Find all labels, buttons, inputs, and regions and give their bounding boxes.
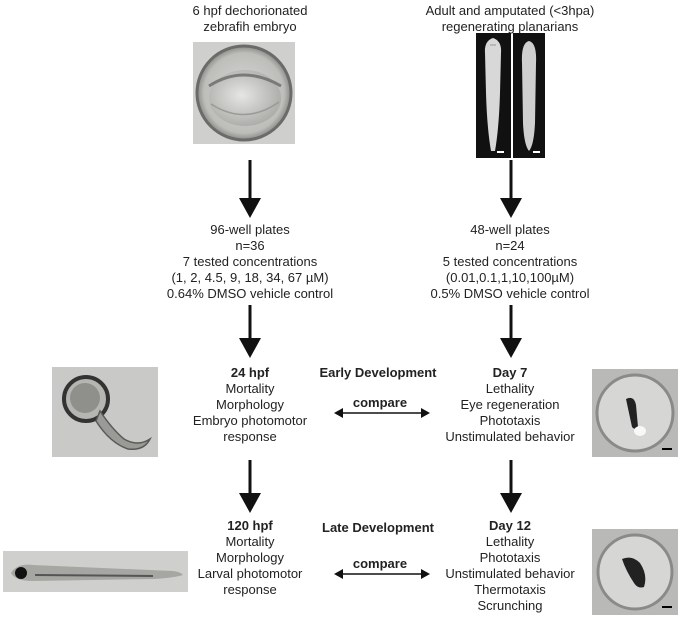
- zebrafish-120hpf-photo: [3, 551, 188, 592]
- zebrafish-concentrations: (1, 2, 4.5, 9, 18, 34, 67 µM): [171, 270, 329, 285]
- zebrafish-24hpf-photo: [52, 367, 158, 457]
- planarian-late-item: Phototaxis: [479, 550, 541, 565]
- zebrafish-header: 6 hpf dechorionated zebrafih embryo: [155, 3, 345, 35]
- zebrafish-header-line-2: zebrafih embryo: [203, 19, 297, 34]
- early-compare-arrow: [334, 408, 430, 418]
- planarian-regenerating-photo: [513, 33, 545, 158]
- planarian-concentrations: (0.01,0.1,1,10,100µM): [445, 270, 575, 285]
- planarian-late-item: Thermotaxis: [474, 582, 546, 597]
- planarian-header-line-1: Adult and amputated (<3hpa): [425, 3, 595, 18]
- planarian-early-title: Day 7: [492, 365, 528, 380]
- zebrafish-tested: 7 tested concentrations: [182, 254, 318, 269]
- zebrafish-arrow-1: [239, 160, 261, 218]
- planarian-early-item: Lethality: [485, 381, 535, 396]
- zebrafish-early-item: Morphology: [216, 397, 284, 412]
- zebrafish-late-item: response: [223, 582, 277, 597]
- planarian-early-item: Unstimulated behavior: [445, 429, 575, 444]
- zebrafish-arrow-2: [239, 305, 261, 358]
- early-development-label: Early Development: [319, 365, 437, 380]
- planarian-early-item: Phototaxis: [479, 413, 541, 428]
- zebrafish-embryo-photo: [193, 42, 295, 144]
- zebrafish-late-item: Morphology: [216, 550, 284, 565]
- zebrafish-vehicle: 0.64% DMSO vehicle control: [166, 286, 334, 301]
- planarian-header-line-2: regenerating planarians: [441, 19, 579, 34]
- planarian-protocol: 48-well plates n=24 5 tested concentrati…: [400, 222, 620, 302]
- zebrafish-n: n=36: [235, 238, 265, 253]
- zebrafish-early-item: Embryo photomotor: [192, 413, 308, 428]
- planarian-late-item: Unstimulated behavior: [445, 566, 575, 581]
- planarian-early-item: Eye regeneration: [460, 397, 560, 412]
- zebrafish-early-item: Mortality: [225, 381, 275, 396]
- planarian-day7-photo: [592, 369, 678, 457]
- planarian-arrow-1: [500, 160, 522, 218]
- zebrafish-late-item: Larval photomotor: [197, 566, 303, 581]
- zebrafish-late-item: Mortality: [225, 534, 275, 549]
- planarian-early-endpoints: Day 7 Lethality Eye regeneration Photota…: [430, 365, 590, 445]
- planarian-late-item: Lethality: [485, 534, 535, 549]
- late-compare-label: compare: [352, 556, 408, 571]
- planarian-plates: 48-well plates: [470, 222, 550, 237]
- planarian-vehicle: 0.5% DMSO vehicle control: [430, 286, 590, 301]
- planarian-day12-photo: [592, 529, 678, 615]
- zebrafish-header-line-1: 6 hpf dechorionated: [192, 3, 308, 18]
- zebrafish-plates: 96-well plates: [210, 222, 290, 237]
- planarian-header: Adult and amputated (<3hpa) regenerating…: [395, 3, 625, 35]
- planarian-late-title: Day 12: [489, 518, 531, 533]
- zebrafish-late-title: 120 hpf: [227, 518, 273, 533]
- zebrafish-early-endpoints: 24 hpf Mortality Morphology Embryo photo…: [170, 365, 330, 445]
- late-compare-arrow: [334, 569, 430, 579]
- planarian-tested: 5 tested concentrations: [442, 254, 578, 269]
- zebrafish-early-item: response: [223, 429, 277, 444]
- planarian-adult-photo: [476, 33, 511, 158]
- zebrafish-early-title: 24 hpf: [230, 365, 270, 380]
- planarian-n: n=24: [495, 238, 525, 253]
- planarian-late-endpoints: Day 12 Lethality Phototaxis Unstimulated…: [430, 518, 590, 614]
- zebrafish-arrow-3: [239, 460, 261, 513]
- zebrafish-late-endpoints: 120 hpf Mortality Morphology Larval phot…: [170, 518, 330, 598]
- planarian-arrow-2: [500, 305, 522, 358]
- zebrafish-protocol: 96-well plates n=36 7 tested concentrati…: [140, 222, 360, 302]
- planarian-arrow-3: [500, 460, 522, 513]
- early-compare-label: compare: [352, 395, 408, 410]
- planarian-late-item: Scrunching: [477, 598, 543, 613]
- late-development-label: Late Development: [322, 520, 434, 535]
